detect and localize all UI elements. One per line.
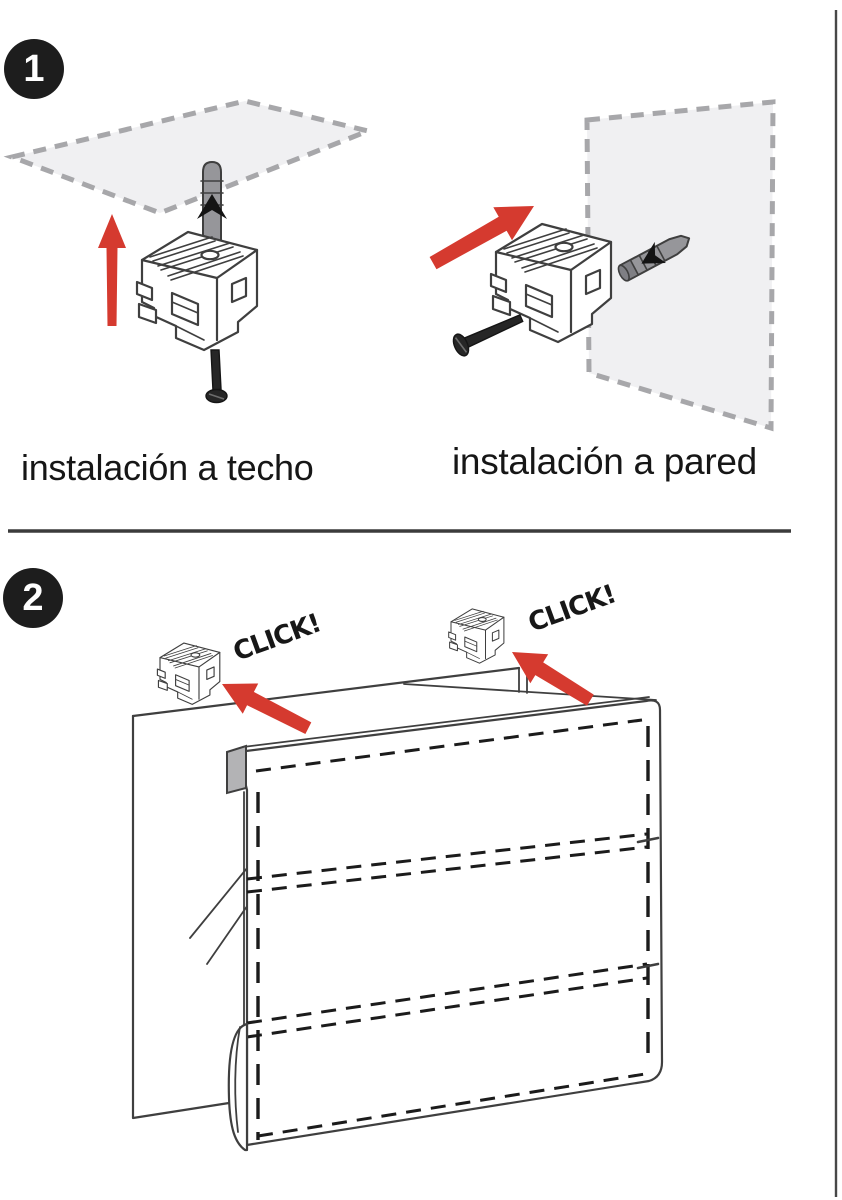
- wall-plane-dashed: [584, 99, 776, 432]
- step-1-badge: 1: [4, 39, 64, 99]
- step2-blind-illustration: [131, 608, 664, 1152]
- step1-ceiling-illustration: [3, 98, 377, 404]
- headrail-end-cap: [226, 744, 247, 795]
- diagonal-arrow-icon: [429, 206, 534, 270]
- caption-ceiling-install: instalación a techo: [21, 447, 314, 488]
- screw-icon: [205, 349, 228, 404]
- rolled-fabric-edge: [227, 1022, 249, 1152]
- click-arrow-left-icon: [222, 683, 312, 734]
- step-2-badge: 2: [3, 568, 63, 628]
- mounted-bracket-right-icon: [448, 608, 505, 664]
- step1-wall-illustration: [429, 99, 776, 432]
- wall-plug-icon: [197, 161, 227, 251]
- ceiling-plane-dashed: [3, 98, 377, 216]
- ceiling-bracket-icon: [135, 230, 259, 352]
- up-arrow-icon: [98, 214, 126, 326]
- wall-plug-icon: [617, 234, 691, 282]
- click-arrow-right-icon: [512, 652, 594, 706]
- caption-wall-install: instalación a pared: [452, 441, 757, 482]
- screw-icon: [452, 314, 524, 357]
- blind-panel: [226, 696, 664, 1152]
- glass-shine-lines: [189, 861, 253, 965]
- stitch-lines: [246, 718, 660, 1140]
